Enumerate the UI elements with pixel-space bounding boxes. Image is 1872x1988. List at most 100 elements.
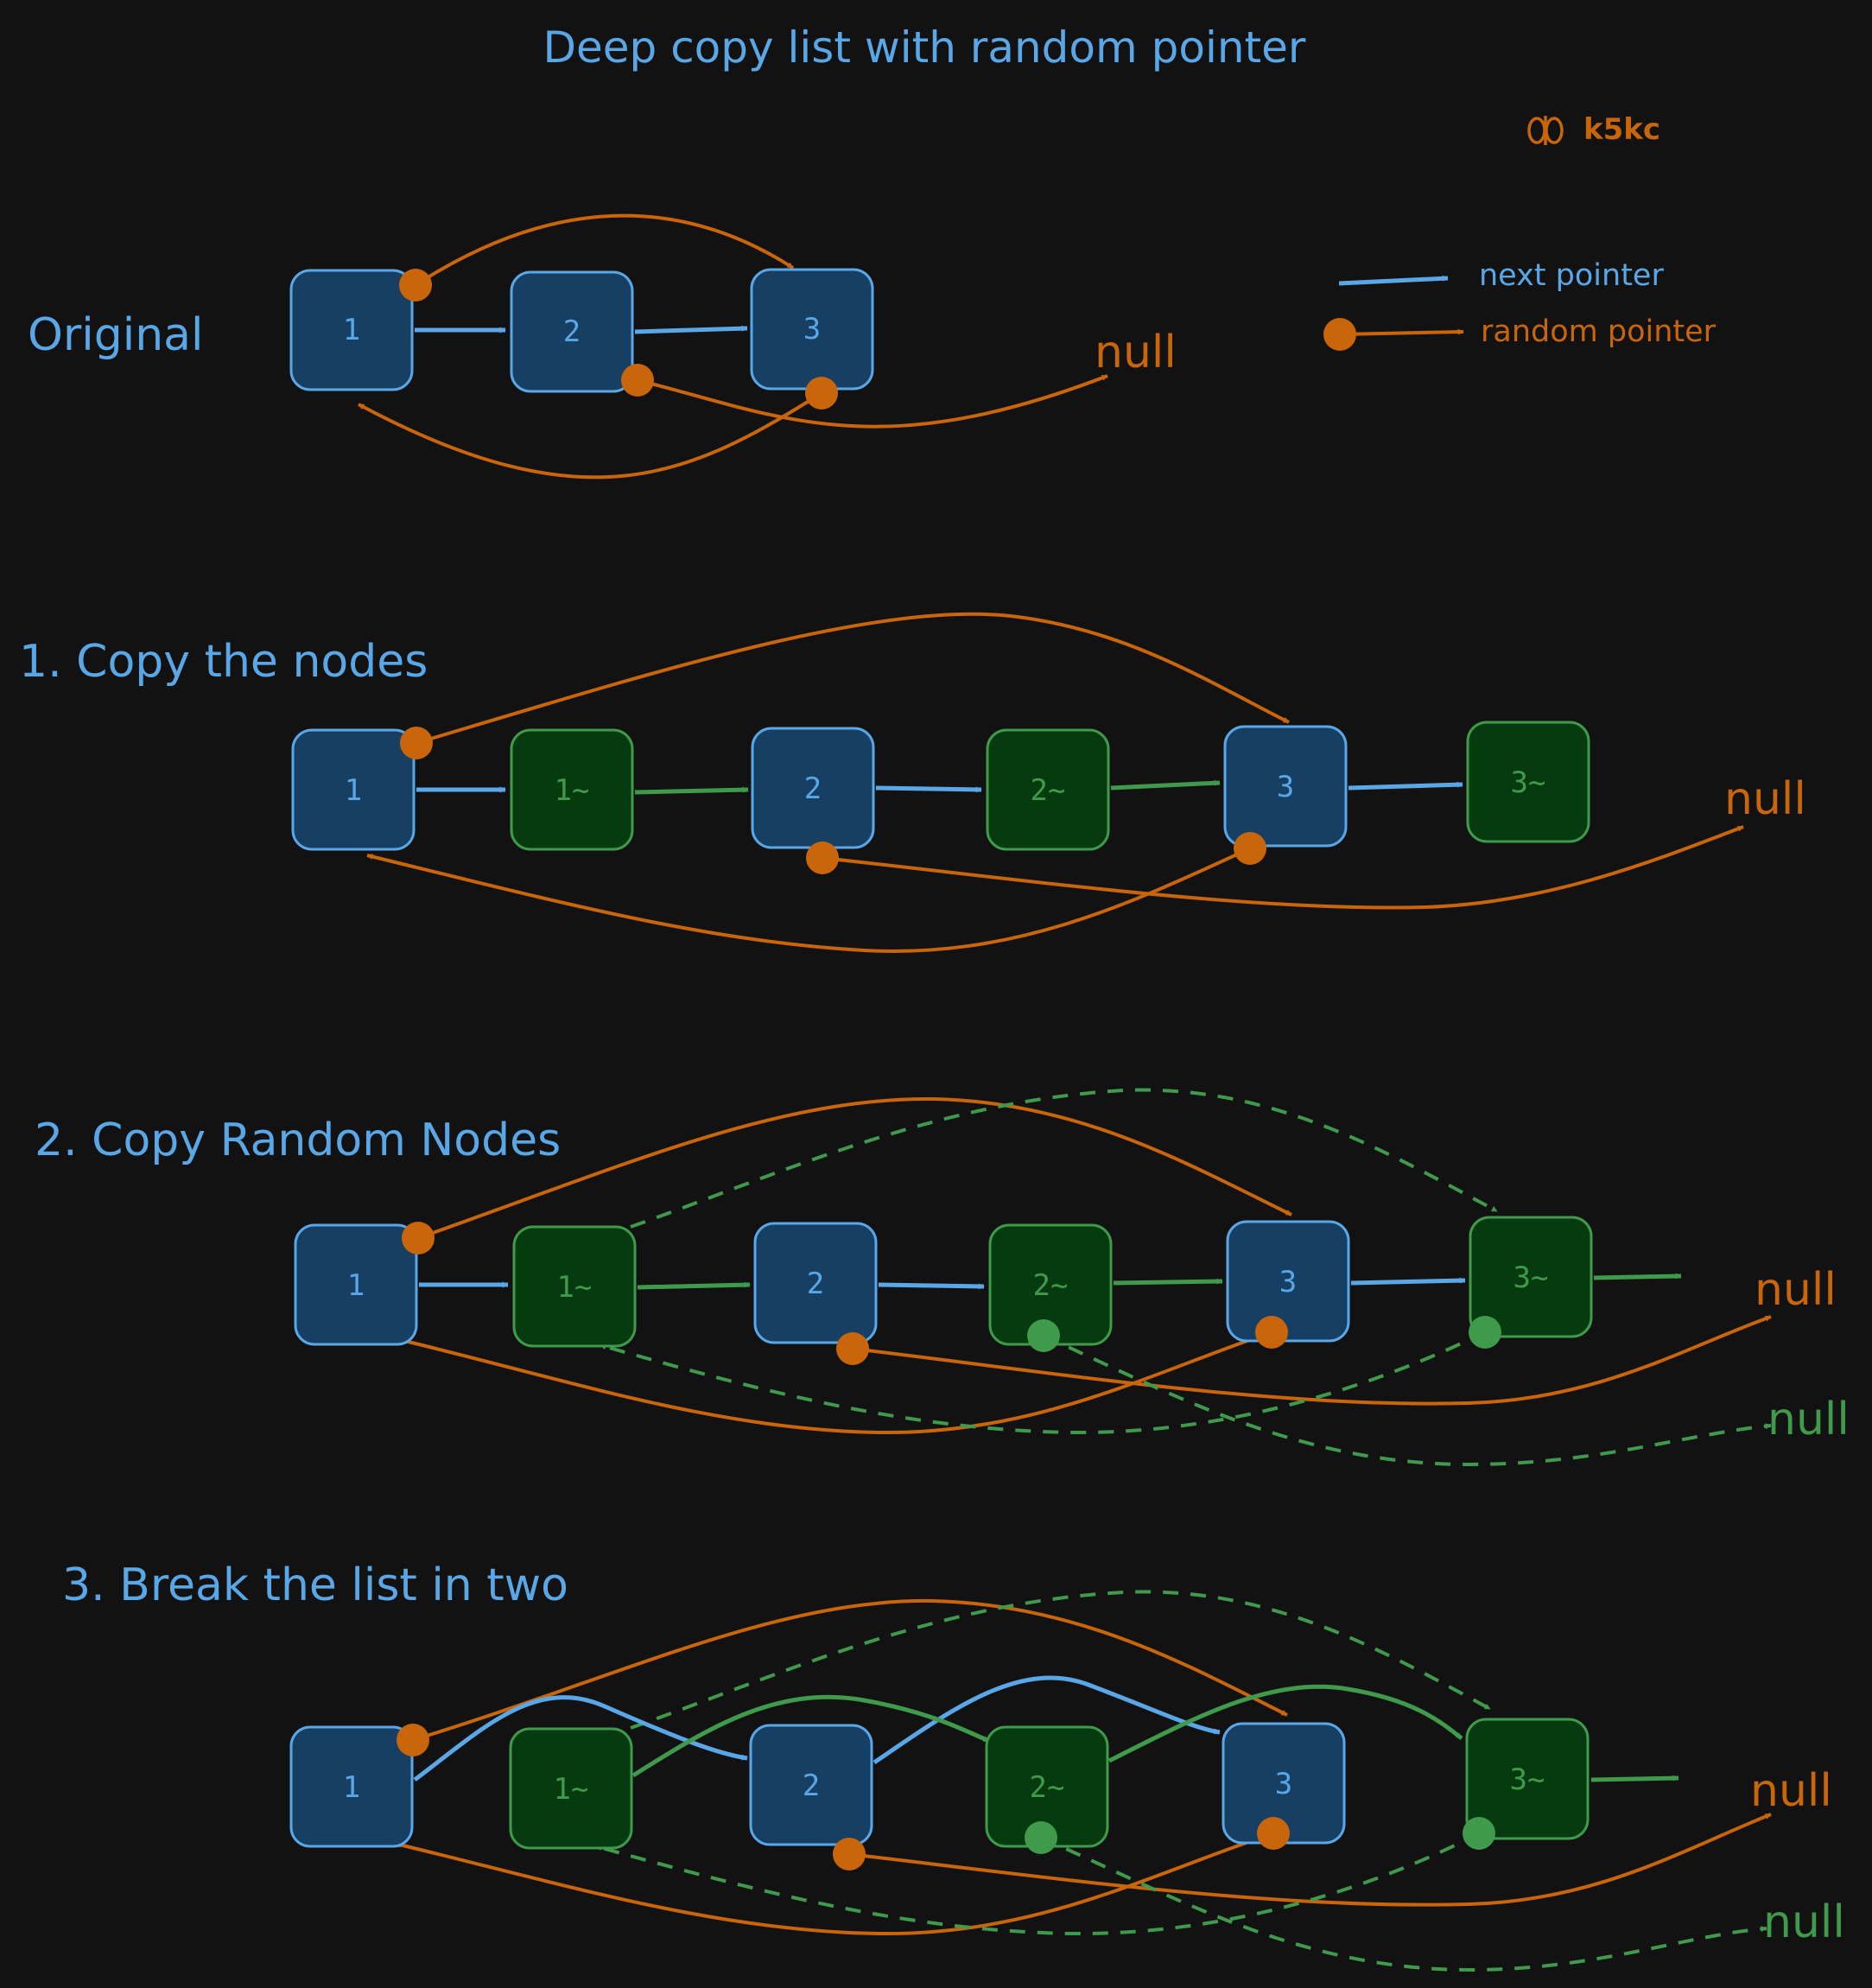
section-heading: 1. Copy the nodes (19, 636, 428, 688)
node-label: 3 (1279, 1265, 1297, 1299)
null-label: null (1095, 327, 1177, 378)
section-break-list: 3. Break the list in two 1 1~ 2 2~ 3 3~ (62, 1559, 1845, 1972)
next-pointer (1593, 1273, 1682, 1280)
next-pointer (1350, 1277, 1466, 1286)
copy-node (509, 1727, 633, 1850)
random-pointer (852, 1315, 1772, 1406)
copy-node (512, 1225, 637, 1348)
node-label: 1 (347, 1268, 365, 1303)
copy-random-pointer (630, 1088, 1498, 1229)
random-pointer-dot (1234, 832, 1266, 865)
random-pointer-dot (805, 377, 838, 410)
copy-random-dot (1469, 1316, 1501, 1349)
random-pointer-dot (1257, 1817, 1290, 1850)
next-pointer (875, 785, 982, 793)
random-pointer-dot (1255, 1316, 1288, 1349)
node-label: 3 (803, 312, 821, 346)
node-label: 1 (343, 1770, 360, 1805)
copy-random-dot (1025, 1821, 1057, 1854)
copy-node (510, 728, 634, 851)
next-pointer (413, 1695, 748, 1782)
node-label: 2 (803, 1769, 820, 1803)
random-pointer-dot (399, 269, 432, 302)
null-label: null (1750, 1765, 1832, 1817)
list-node (289, 1725, 414, 1848)
next-pointer (1348, 781, 1463, 791)
random-pointer-dot (833, 1838, 866, 1870)
node-label: 1 (343, 313, 360, 347)
next-pointer (634, 786, 749, 795)
node-label: 3 (1275, 1767, 1292, 1801)
legend-next-label: next pointer (1479, 258, 1664, 293)
random-pointer (366, 847, 1251, 953)
random-pointer-dot (397, 1724, 429, 1756)
node-label: 1~ (554, 1772, 589, 1807)
copy-random-pointer (595, 1832, 1480, 1936)
butterfly-icon (1527, 116, 1564, 145)
section-copy-random: 2. Copy Random Nodes 1 1~ 2 2~ 3 3~ (35, 1088, 1850, 1467)
node-label: 2 (807, 1267, 824, 1301)
copy-random-pointer (1043, 1334, 1772, 1467)
node-label: 3~ (1513, 1261, 1549, 1295)
node-label: 1 (345, 773, 362, 808)
list-node (749, 1724, 873, 1846)
random-pointer (395, 1832, 1274, 1936)
random-pointer (412, 1598, 1288, 1742)
node-label: 2 (563, 314, 581, 349)
random-pointer-dot (400, 727, 433, 759)
page-title: Deep copy list with random pointer (543, 22, 1306, 73)
brand-mark: k5kc (1527, 112, 1660, 147)
copy-node (1466, 721, 1590, 843)
random-pointer (822, 825, 1744, 910)
section-heading: 2. Copy Random Nodes (35, 1115, 561, 1166)
next-pointer (1107, 1684, 1463, 1763)
copy-random-pointer (630, 1590, 1491, 1730)
node-label: 3~ (1510, 1763, 1545, 1797)
random-pointer (848, 1813, 1772, 1907)
copy-random-pointer (1040, 1836, 1767, 1972)
list-node (1223, 725, 1348, 848)
random-pointer-dot (402, 1222, 435, 1254)
random-pointer (416, 612, 1290, 745)
copy-node (1469, 1216, 1593, 1338)
random-pointer-dot (836, 1332, 869, 1365)
legend-next-arrow (1338, 275, 1449, 286)
section-original: Original 1 2 3 null (28, 213, 1177, 480)
null-label: null (1755, 1264, 1837, 1316)
node-label: 1~ (555, 773, 590, 808)
node-label: 2~ (1030, 1770, 1065, 1805)
legend-random-arrow (1339, 328, 1464, 336)
list-node (510, 270, 634, 393)
list-node (291, 728, 416, 851)
copy-random-dot (1463, 1817, 1495, 1850)
random-pointer (637, 374, 1108, 429)
section-heading: 3. Break the list in two (62, 1559, 568, 1611)
copy-node (986, 728, 1110, 851)
copy-random-pointer (600, 1331, 1486, 1435)
next-pointer (1113, 1278, 1223, 1286)
random-pointer-dot (621, 364, 654, 397)
random-pointer (417, 1096, 1292, 1240)
node-label: 2 (804, 772, 822, 806)
null-label: null (1763, 1896, 1845, 1948)
brand-name: k5kc (1583, 112, 1660, 147)
copy-random-dot (1027, 1319, 1060, 1352)
next-pointer (878, 1282, 985, 1290)
list-node (1226, 1220, 1350, 1343)
next-pointer (634, 325, 748, 334)
random-pointer (397, 1331, 1272, 1435)
next-pointer (1110, 779, 1221, 791)
next-pointer (631, 1694, 990, 1778)
section-heading: Original (28, 309, 203, 361)
node-label: 3~ (1511, 765, 1546, 800)
random-pointer-dot (806, 842, 839, 874)
list-node (289, 269, 414, 391)
next-pointer (637, 1281, 751, 1290)
random-pointer (414, 213, 795, 287)
node-label: 3 (1277, 770, 1294, 804)
null-label: null (1767, 1394, 1850, 1445)
node-label: 2~ (1033, 1268, 1069, 1303)
random-pointer (358, 391, 823, 480)
node-label: 2~ (1031, 773, 1066, 808)
